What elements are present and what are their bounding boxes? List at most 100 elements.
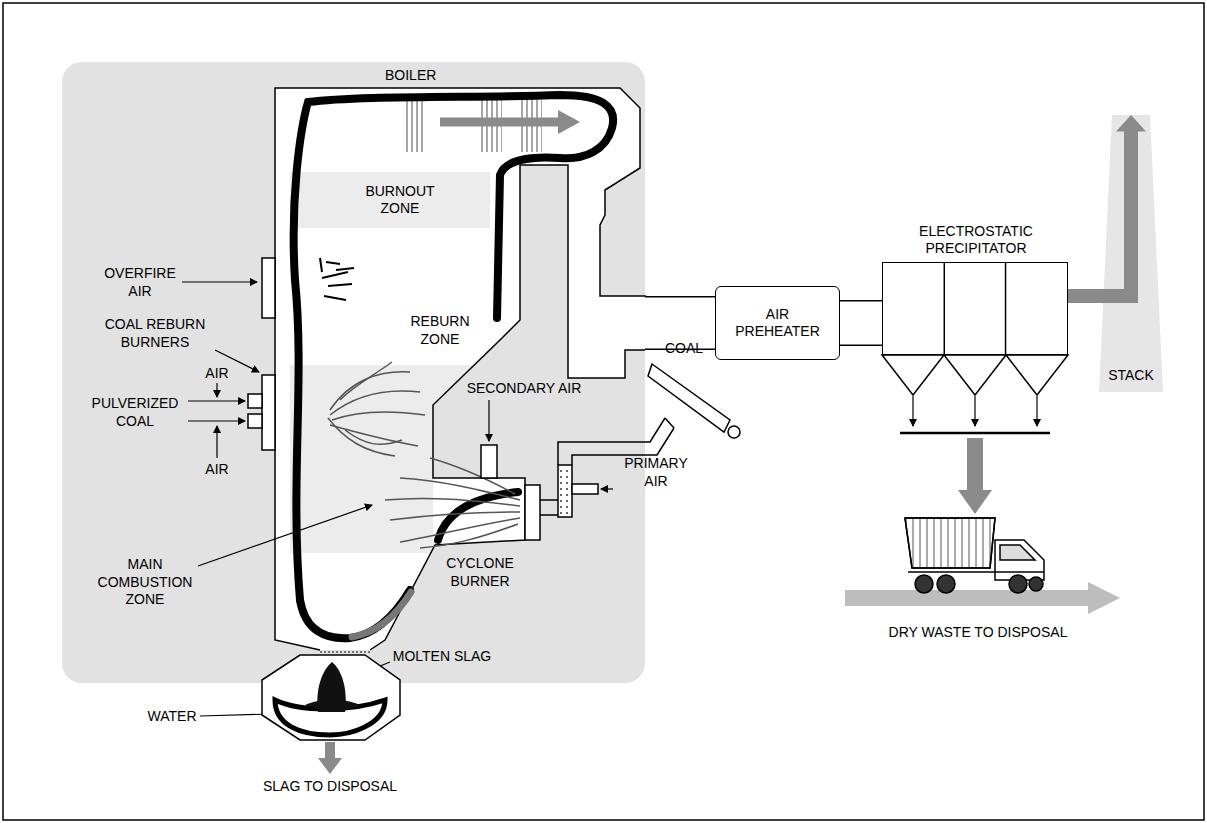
callout-label: AIR [197,365,237,383]
slag-layer [352,592,411,637]
arrow-head [1116,115,1146,132]
gas-flow-arrow-part [440,118,560,127]
coal-feed-pipe [558,364,740,465]
dump-truck-part [995,540,1044,580]
dump-truck-part [915,575,933,593]
dump-truck-part [1029,577,1043,591]
flue-duct [840,323,882,324]
slag-tank [262,652,400,740]
leader-arrows-part [182,281,257,282]
slag-tank-part [262,655,400,740]
leader-arrows-part [601,488,613,489]
precipitator-hoppers-part [944,355,1006,395]
flow-arrow [1068,115,1146,296]
reburn-flame-part [330,391,420,415]
frame-part [3,3,1204,820]
cyclone-burner-part [572,484,598,494]
combustion-bands-part [290,365,474,455]
callout-label: OVERFIRE AIR [100,265,180,300]
boiler-panel [62,62,645,683]
ash-discharge-part [912,396,913,426]
dump-truck-part [905,518,995,568]
node-label: BURNOUT ZONE [360,183,440,217]
callout-label: COAL [654,340,714,358]
precipitator-hoppers-part [1006,355,1068,395]
leader-arrows-part [488,400,489,441]
waste-arrow [958,438,992,514]
field-divider [944,263,946,354]
overfire-air-port-part-part [322,272,348,278]
region-title: BOILER [385,67,436,84]
main-flame-part [430,458,515,494]
heading-label: ELECTROSTATIC PRECIPITATOR [901,223,1051,257]
node-label: STACK [1098,367,1164,384]
overfire-air-port [262,258,354,318]
boiler-wall-part [275,88,645,650]
leader-arrows-part [198,505,372,566]
callout-label: DRY WASTE TO DISPOSAL [858,624,1098,642]
precipitator-hoppers [882,355,1068,395]
cyclone-burner [481,445,598,540]
main-flame-part [420,524,518,548]
furnace-interior [275,88,645,650]
ground-arrow [845,582,1120,614]
tube-bank-part [404,100,426,152]
main-flame-part [385,498,520,506]
dump-truck-part [1000,545,1035,560]
cyclone-burner-part [525,485,540,540]
callout-label: PRIMARY AIR [616,455,696,490]
ash-discharge-part [974,396,975,426]
callout-label: COAL REBURN BURNERS [100,316,210,351]
coal-reburn-burner-part [248,394,262,408]
slag-tank-part [320,652,370,653]
callout-label: MAIN COMBUSTION ZONE [95,556,195,609]
reburn-flame [328,362,425,456]
dump-truck-part [1009,575,1027,593]
zone-band: BURNOUT ZONE [340,172,460,228]
water-wall-tubes-part [294,95,613,600]
main-flame-part [400,478,520,500]
reburn-flame-part [332,412,425,420]
reburn-flame-part [345,430,402,444]
cyclone-burner-part [540,500,558,515]
dump-truck-part [905,518,995,568]
slag-tank-part [305,700,360,711]
combustion-bands-part [290,455,433,553]
slag-arrow-part [325,742,335,760]
ash-discharge-part [1036,396,1037,426]
overfire-air-port-part [320,258,354,300]
precipitator-hoppers-part [882,355,944,395]
flue-duct [645,323,715,324]
dump-truck [905,518,1044,593]
leader-arrows-part [216,383,217,397]
water-wall-tubes [294,95,613,638]
coal-reburn-burner-part [248,414,262,428]
node-label: AIR PREHEATER [732,306,824,340]
ground-arrow-part [845,582,1120,614]
leader-arrows-part [216,426,217,458]
overfire-air-port-part [262,258,275,318]
slag-arrow-part [318,758,342,774]
dump-truck-part [908,571,1044,573]
callout-label: WATER [142,708,202,726]
furnace-interior-part [275,88,645,650]
cyclone-burner-part [481,445,497,478]
slag-layer-part [352,592,411,637]
coal-reburn-burner [248,375,275,450]
overfire-air-port-part-part [326,262,340,264]
main-flame-part [390,512,520,520]
reburn-flame-part [328,418,395,456]
duct-bore [840,302,882,345]
precipitator-fields [883,263,1067,354]
combustion-bands [290,172,490,553]
dump-truck-part [937,575,955,593]
ash-discharge-part [900,432,1050,435]
gas-flow-arrow [440,110,580,134]
leader-arrows [182,282,613,716]
callout-label: AIR [197,461,237,479]
cyclone-burner-part [558,465,572,517]
reburn-flame-part [340,362,392,400]
